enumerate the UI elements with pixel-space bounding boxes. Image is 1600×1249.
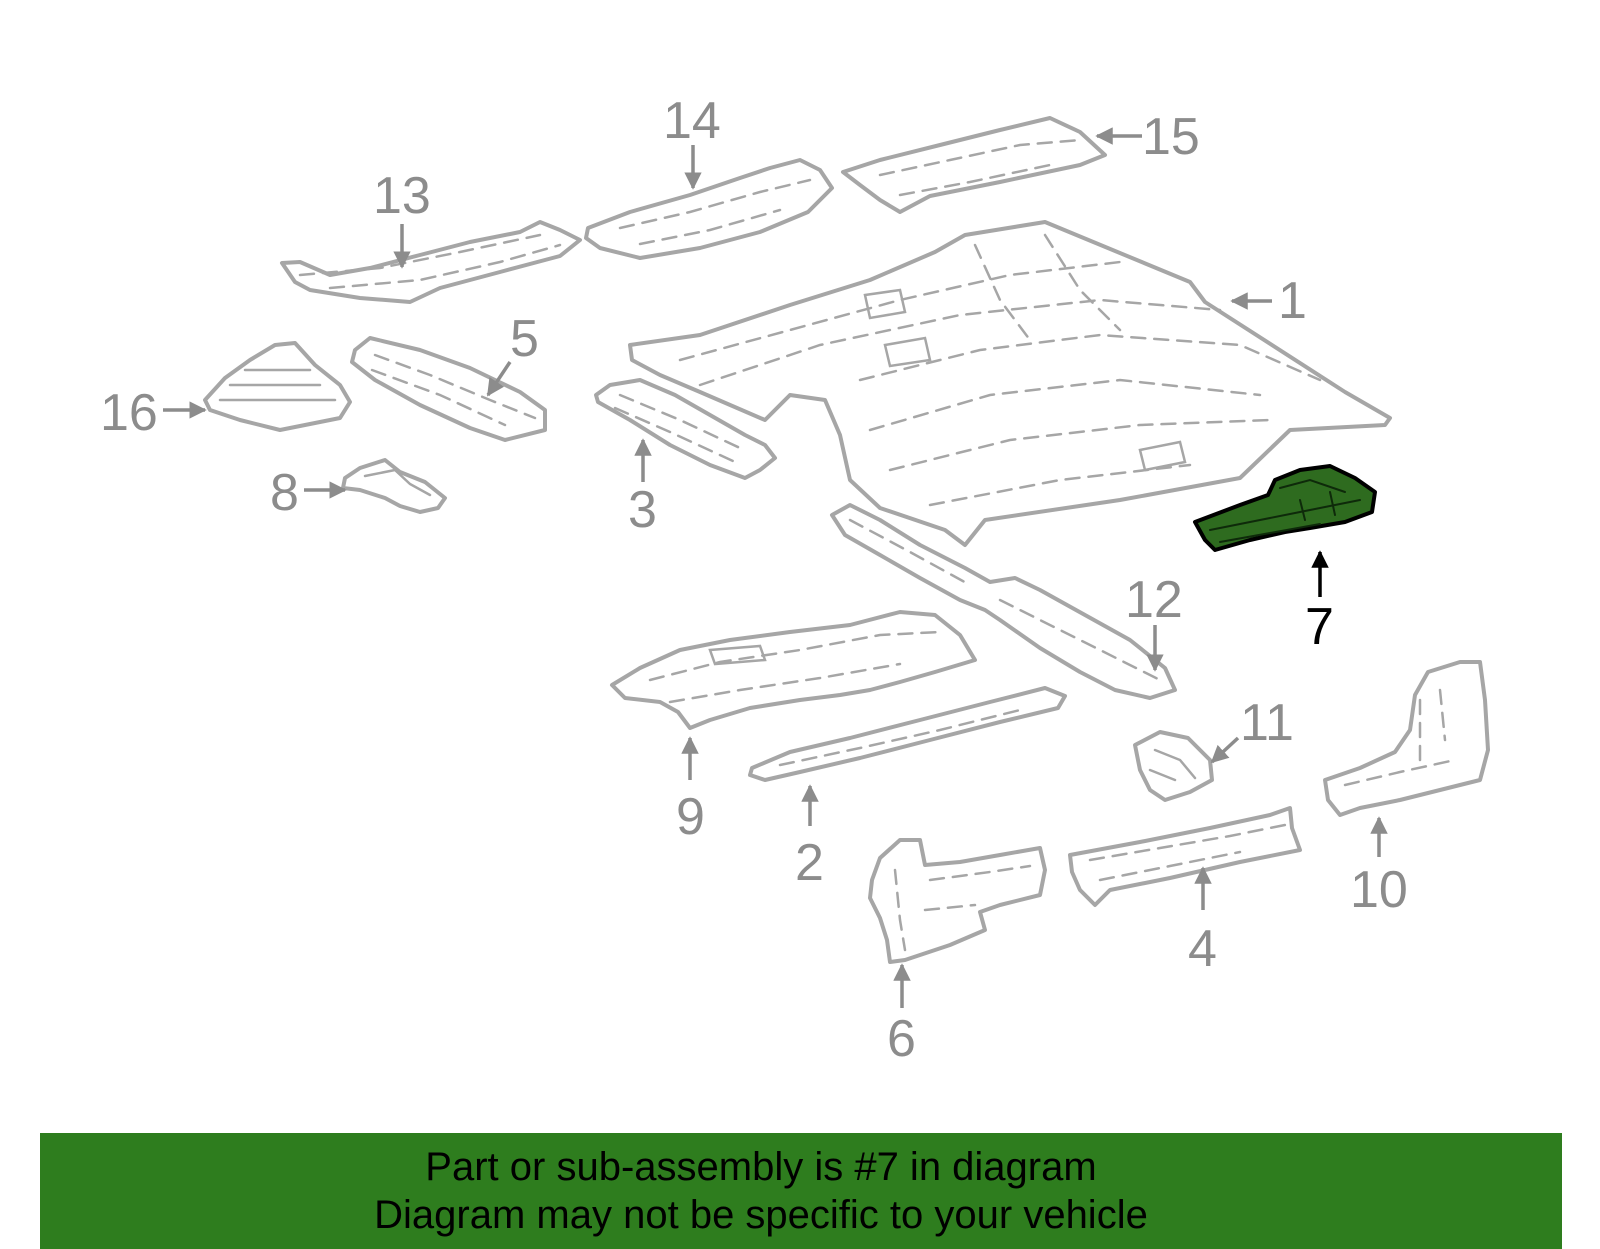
callout-16: 16 — [100, 384, 158, 442]
callout-12: 12 — [1125, 571, 1183, 629]
callout-5: 5 — [510, 310, 539, 368]
callout-7: 7 — [1305, 598, 1334, 656]
callout-6: 6 — [887, 1010, 916, 1068]
callout-15: 15 — [1142, 108, 1200, 166]
part-15 — [841, 116, 1107, 214]
callout-11: 11 — [1240, 694, 1294, 752]
callout-9: 9 — [676, 788, 705, 846]
part-13 — [280, 220, 582, 304]
part-4 — [1068, 806, 1302, 907]
part-6 — [868, 838, 1047, 964]
part-1-floor-pan — [628, 220, 1392, 547]
part-9 — [610, 610, 977, 730]
part-2 — [748, 686, 1067, 782]
callout-3: 3 — [628, 481, 657, 539]
part-10 — [1323, 660, 1490, 817]
banner-line-2: Diagram may not be specific to your vehi… — [374, 1193, 1148, 1237]
callout-10: 10 — [1350, 861, 1408, 919]
info-banner: Part or sub-assembly is #7 in diagram Di… — [40, 1133, 1562, 1249]
parts-diagram: 1 2 3 4 5 6 7 8 9 10 11 12 13 14 15 16 — [100, 92, 1490, 1068]
leader-5 — [486, 361, 512, 397]
callout-labels: 1 2 3 4 5 6 7 8 9 10 11 12 13 14 15 16 — [100, 92, 1408, 1068]
part-7-highlighted — [1193, 464, 1377, 552]
part-12 — [830, 503, 1177, 700]
leader-11 — [1210, 736, 1240, 764]
callout-4: 4 — [1188, 920, 1217, 978]
callout-1: 1 — [1278, 272, 1307, 330]
callout-8: 8 — [270, 464, 299, 522]
part-3 — [594, 378, 777, 480]
part-14 — [584, 158, 834, 260]
part-5 — [350, 336, 547, 442]
banner-line-1: Part or sub-assembly is #7 in diagram — [425, 1145, 1097, 1189]
callout-13: 13 — [373, 167, 431, 225]
leader-lines — [163, 127, 1388, 1008]
part-8 — [341, 458, 447, 514]
part-11 — [1133, 730, 1214, 802]
part-16 — [203, 341, 352, 432]
callout-14: 14 — [663, 92, 721, 150]
callout-2: 2 — [795, 834, 824, 892]
